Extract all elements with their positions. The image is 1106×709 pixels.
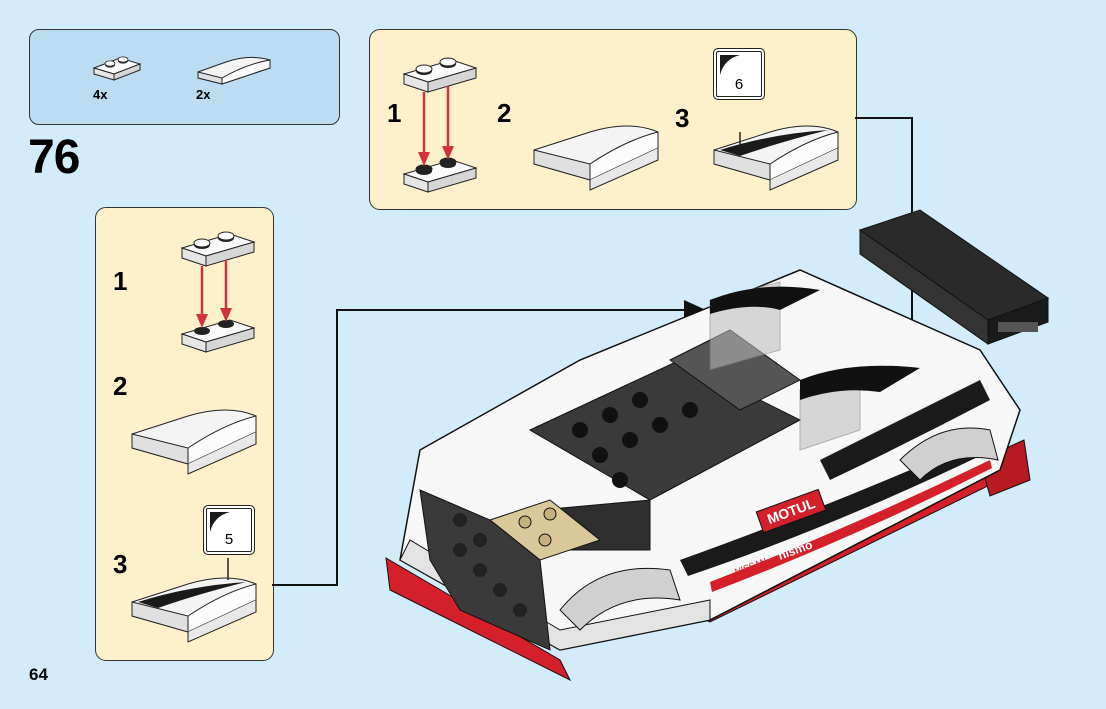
left-step2-curved-slope-image bbox=[131, 409, 257, 475]
left-sub-step-3-label: 3 bbox=[113, 549, 128, 579]
top-sticker-number: 6 bbox=[734, 76, 744, 93]
left-step3-stickered-slope-image bbox=[131, 558, 257, 643]
placement-highlights bbox=[709, 281, 920, 451]
left-sub-step-2-label: 2 bbox=[113, 371, 128, 401]
rear-wing bbox=[858, 209, 1050, 345]
top-step1-plates-image bbox=[402, 57, 478, 193]
front-grille bbox=[419, 489, 551, 651]
parts-qty-curved-slope: 2x bbox=[196, 87, 211, 102]
step-number: 76 bbox=[28, 131, 80, 184]
left-subassembly-panel: 1 2 3 bbox=[95, 207, 274, 661]
top-sub-step-1-label: 1 bbox=[387, 98, 402, 128]
wheel-arches bbox=[559, 427, 999, 631]
parts-list-box: 4x 2x bbox=[29, 29, 340, 125]
left-step1-plates-image bbox=[180, 231, 256, 353]
page-number: 64 bbox=[29, 665, 48, 684]
left-sticker-number: 5 bbox=[224, 531, 234, 548]
car-model-illustration: MOTUL nismo NISSAN bbox=[385, 209, 1050, 682]
top-step2-curved-slope-image bbox=[533, 125, 659, 191]
top-sub-step-2-label: 2 bbox=[497, 98, 512, 128]
top-sticker-callout: 6 bbox=[713, 48, 765, 100]
curved-slope-part-image bbox=[197, 56, 271, 85]
top-subassembly-panel: 1 2 3 bbox=[369, 29, 857, 210]
left-sticker-callout: 5 bbox=[203, 505, 255, 555]
left-sub-step-1-label: 1 bbox=[113, 266, 128, 296]
plate-1x2-part-image bbox=[92, 56, 142, 81]
sticker-icon bbox=[720, 55, 740, 75]
top-sub-step-3-label: 3 bbox=[675, 103, 690, 133]
parts-qty-plate: 4x bbox=[93, 87, 108, 102]
sticker-icon bbox=[210, 512, 230, 532]
top-step3-stickered-slope-image bbox=[713, 125, 839, 191]
